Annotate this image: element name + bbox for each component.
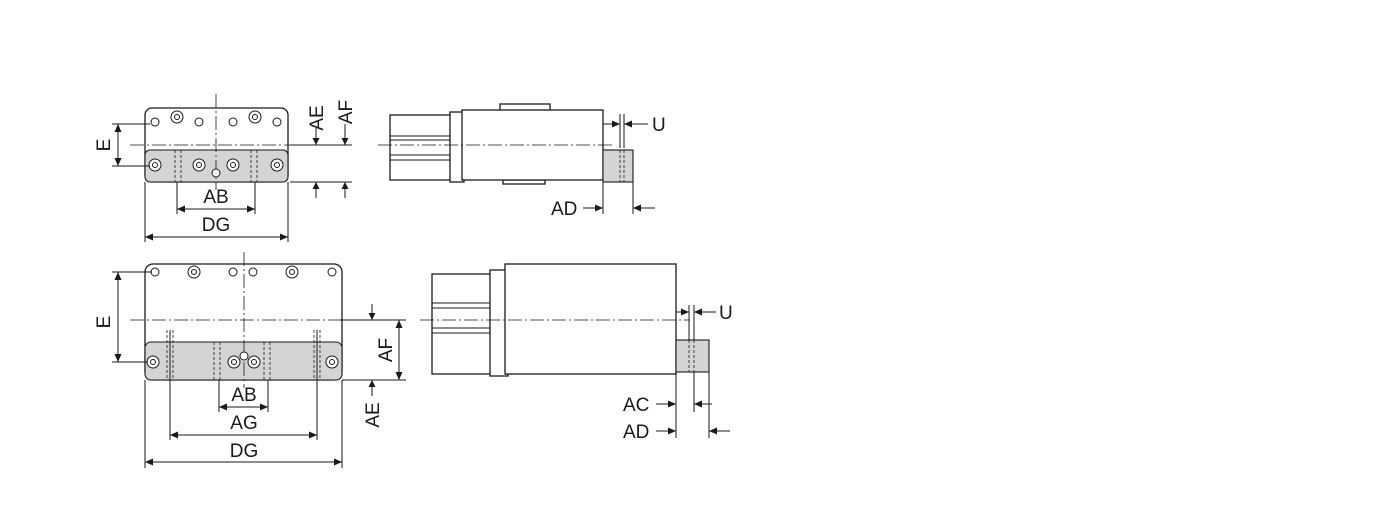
dimension-e-small: E <box>94 123 150 167</box>
label-ac: AC <box>623 395 649 416</box>
label-af: AF <box>376 338 397 362</box>
side-view-small: U AD <box>378 103 666 220</box>
label-ad: AD <box>551 199 577 220</box>
terminal-tab <box>602 149 634 183</box>
front-view-small: E AE AF AB <box>94 94 357 242</box>
terminal-tab <box>675 339 710 373</box>
dimension-ag-large: AG <box>169 330 318 440</box>
label-u: U <box>719 303 733 324</box>
dimension-ac-large: AC <box>623 372 712 438</box>
dimension-ae-large: AE <box>363 304 384 428</box>
label-e: E <box>94 139 115 152</box>
mounting-plate <box>144 341 343 381</box>
front-view-large: E AF AE AB <box>94 252 406 468</box>
dimension-u-large: U <box>676 303 733 340</box>
label-ae: AE <box>307 105 328 130</box>
label-u: U <box>652 115 666 136</box>
mounting-holes <box>148 110 284 178</box>
dimension-ab-small: AB <box>176 182 256 214</box>
label-ab: AB <box>231 385 256 406</box>
dimension-dg-small: DG <box>144 182 289 242</box>
label-ab: AB <box>203 187 228 208</box>
dimension-u-small: U <box>603 114 666 148</box>
dimension-ae-af-small: AE AF <box>290 100 357 198</box>
housing-body <box>504 263 677 375</box>
mounting-holes <box>146 265 339 369</box>
dimension-dg-large: DG <box>144 380 343 468</box>
label-dg: DG <box>202 215 231 236</box>
label-ae: AE <box>363 402 384 427</box>
label-ad: AD <box>623 422 649 443</box>
label-af: AF <box>336 100 357 124</box>
side-view-large: U AC AD <box>420 263 733 443</box>
dimension-ad-large: AD <box>623 372 730 443</box>
dimension-af-large: AF <box>340 319 406 381</box>
label-dg: DG <box>230 441 259 462</box>
dimension-e-large: E <box>94 271 152 363</box>
label-ag: AG <box>230 413 257 434</box>
dimension-ab-large: AB <box>218 380 269 412</box>
label-e: E <box>94 316 115 329</box>
dimension-ad-small: AD <box>551 180 655 220</box>
